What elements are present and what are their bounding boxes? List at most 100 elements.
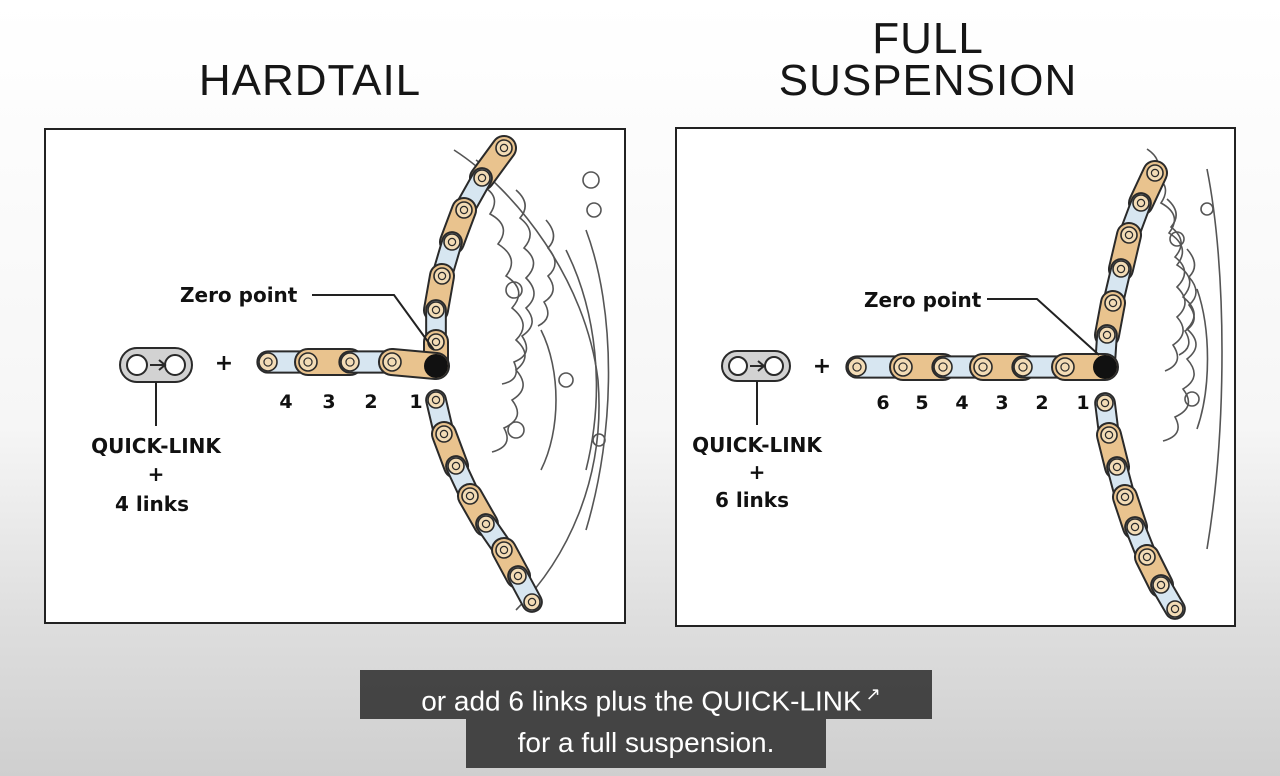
chain-pin <box>433 267 451 285</box>
chain-pin-center <box>387 357 397 367</box>
chain-pin <box>1013 357 1033 377</box>
chain-pin-center <box>465 491 475 501</box>
inner-plate <box>507 565 543 613</box>
quick-link-icon <box>119 347 193 383</box>
chain-pin <box>1098 326 1116 344</box>
chain-pin <box>1108 458 1126 476</box>
zero-point-marker <box>1093 355 1117 379</box>
chain-pin-center <box>527 597 537 607</box>
chain-pin-center <box>1102 330 1112 340</box>
chain-pin-center <box>499 545 509 555</box>
zero-point-label: Zero point <box>180 283 298 307</box>
chain-pin-center <box>1136 198 1146 208</box>
chain-pin <box>435 425 453 443</box>
chain-pin-center <box>439 429 449 439</box>
caption-line-1: or add 6 links plus the QUICK-LINK↗ <box>360 670 932 719</box>
link-number: 2 <box>364 391 377 413</box>
chain-pin <box>427 391 445 409</box>
heading-hardtail: HARDTAIL <box>198 56 422 105</box>
caption-text-2: for a full suspension. <box>517 727 775 758</box>
link-number: 1 <box>1076 392 1089 414</box>
chain-pin-center <box>1130 522 1140 532</box>
chain-pin-center <box>1170 604 1180 614</box>
chain-pin <box>340 352 360 372</box>
chain-pin-center <box>1108 298 1118 308</box>
chain-pin-center <box>1104 430 1114 440</box>
chain-pin <box>1120 226 1138 244</box>
chain-pin-center <box>1018 362 1028 372</box>
chain-pin-center <box>477 173 487 183</box>
chain-pin <box>509 567 527 585</box>
chain-pin <box>477 515 495 533</box>
chain-pin-center <box>263 357 273 367</box>
chain-pin <box>455 201 473 219</box>
chain-pin <box>847 357 867 377</box>
chain-pin <box>523 593 541 611</box>
quick-link-plus: + <box>148 462 165 486</box>
chain-pin <box>495 139 513 157</box>
chain-pin <box>1138 548 1156 566</box>
chain-pin-center <box>345 357 355 367</box>
chain-pin <box>443 233 461 251</box>
quick-link-label: QUICK-LINK <box>692 433 823 457</box>
chain-pin-center <box>938 362 948 372</box>
chain-pin-center <box>1156 580 1166 590</box>
chain-pin <box>427 333 445 351</box>
chain-pin <box>473 169 491 187</box>
link-number: 4 <box>955 392 968 414</box>
chain-pin-center <box>451 461 461 471</box>
chain-pin-center <box>431 395 441 405</box>
chain-pin <box>1166 600 1184 618</box>
chain-pin <box>933 357 953 377</box>
chain-pin-center <box>447 237 457 247</box>
chain-pin <box>298 352 318 372</box>
chain-links-full-suspension <box>845 353 1119 381</box>
zero-point-leader <box>312 294 435 351</box>
chain-pin-center <box>437 271 447 281</box>
chain-pin <box>382 352 402 372</box>
chain-pin-center <box>1142 552 1152 562</box>
quick-link-plus: + <box>749 460 766 484</box>
heading-full-line2: SUSPENSION <box>778 56 1078 105</box>
chain-pin-center <box>513 571 523 581</box>
external-link-icon[interactable]: ↗ <box>865 684 881 704</box>
zero-point-label: Zero point <box>864 288 982 312</box>
link-number: 2 <box>1035 392 1048 414</box>
plus-sign: + <box>813 354 831 379</box>
chain-pin-center <box>1100 398 1110 408</box>
links-count-label: 6 links <box>715 488 789 512</box>
chain-pin-center <box>459 205 469 215</box>
chain-pin-center <box>1120 492 1130 502</box>
chain-pin <box>427 301 445 319</box>
chain-pin <box>1146 164 1164 182</box>
cassette-cogs <box>453 149 610 611</box>
chain-pin-center <box>1124 230 1134 240</box>
link-number: 3 <box>322 391 335 413</box>
chain-pin <box>1055 357 1075 377</box>
chain-on-cassette <box>422 135 543 613</box>
chain-pin-center <box>481 519 491 529</box>
chain-pin <box>1116 488 1134 506</box>
link-number: 5 <box>915 392 928 414</box>
chain-pin <box>1152 576 1170 594</box>
chain-pin-center <box>852 362 862 372</box>
chain-pin-center <box>898 362 908 372</box>
chain-pin <box>495 541 513 559</box>
link-number: 6 <box>876 392 889 414</box>
chain-pin <box>973 357 993 377</box>
caption-line-2: for a full suspension. <box>466 719 826 768</box>
chain-pin <box>1096 394 1114 412</box>
cassette-cogs <box>1146 148 1223 550</box>
zero-point-leader <box>987 298 1100 356</box>
quick-link-label: QUICK-LINK <box>91 434 222 458</box>
links-count-label: 4 links <box>115 492 189 516</box>
chain-pin-center <box>499 143 509 153</box>
chain-on-cassette <box>1093 159 1186 620</box>
chain-pin-center <box>978 362 988 372</box>
chain-pin-center <box>303 357 313 367</box>
chain-pin <box>893 357 913 377</box>
